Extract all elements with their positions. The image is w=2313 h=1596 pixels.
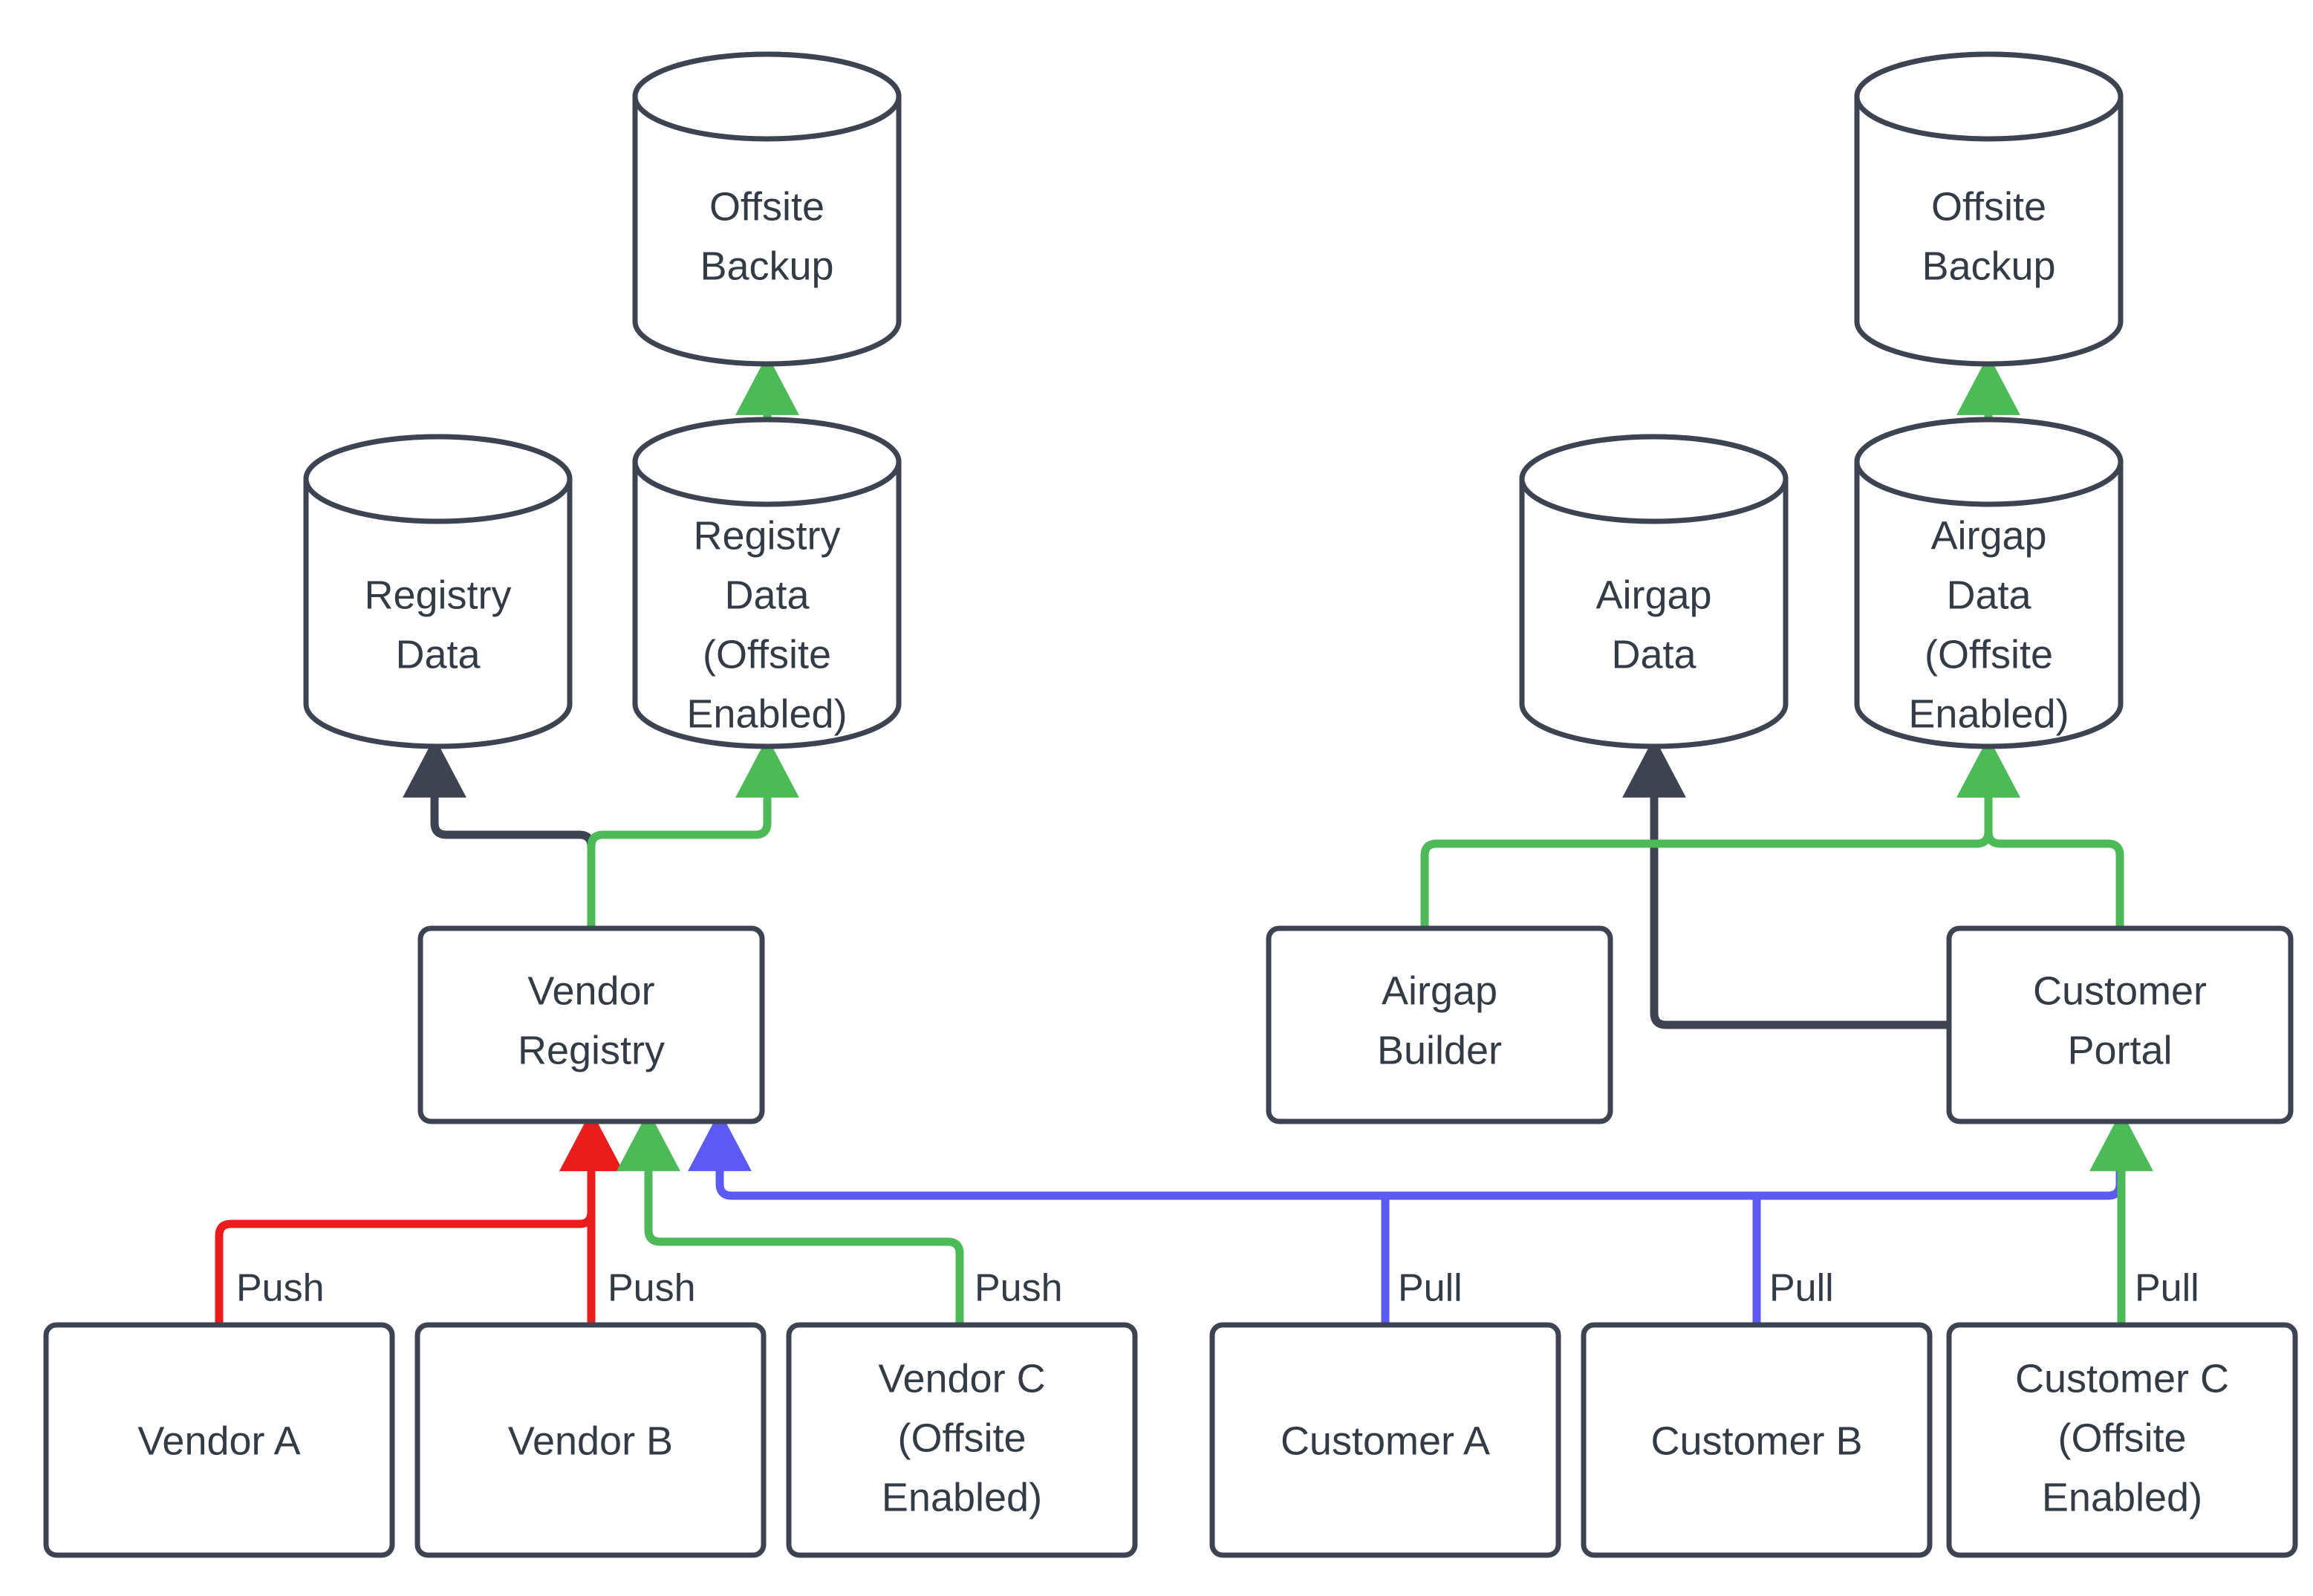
edge-customer-portal-to-airgap-data [1622,737,1949,1029]
customer-a-label: Customer A [1281,1419,1490,1463]
edge-customer-portal-pull-to-vendor-registry [688,1110,2124,1200]
registry-data-line1: Registry [364,573,511,617]
vendor-a-label: Vendor A [137,1419,300,1463]
node-airgap-data-offsite[interactable]: Airgap Data (Offsite Enabled) [1854,417,2124,749]
edge-airgap-builder-to-airgap-data-offsite [1420,737,2020,928]
node-customer-c[interactable]: Customer C (Offsite Enabled) [1946,1322,2298,1558]
edge-vendor-c-push-to-vendor-registry [617,1110,964,1325]
customer-b-label: Customer B [1650,1419,1862,1463]
node-offsite-backup-left[interactable]: Offsite Backup [632,51,902,367]
node-vendor-c[interactable]: Vendor C (Offsite Enabled) [786,1322,1138,1558]
edge-vendor-registry-to-registry-data-offsite [587,737,799,928]
node-customer-a[interactable]: Customer A [1209,1322,1561,1558]
vendor-c-line2: (Offsite [897,1416,1026,1460]
offsite-backup-right-line2: Backup [1922,244,2055,288]
edge-customer-portal-to-airgap-data-offsite [1956,737,2124,928]
vendor-c-line1: Vendor C [878,1356,1045,1401]
vendor-registry-line1: Vendor [527,968,654,1013]
offsite-backup-right-line1: Offsite [1931,184,2046,229]
registry-data-offsite-line2: Data [724,573,810,617]
airgap-data-offsite-line2: Data [1946,573,2031,617]
registry-data-line2: Data [395,632,481,677]
vendor-b-label: Vendor B [508,1419,673,1463]
edge-label-pull-customer-b: Pull [1769,1267,1834,1310]
node-registry-data-offsite[interactable]: Registry Data (Offsite Enabled) [632,417,902,749]
airgap-builder-line2: Builder [1377,1028,1502,1072]
edge-label-pull-customer-a: Pull [1398,1267,1463,1310]
customer-portal-line2: Portal [2067,1028,2172,1072]
node-vendor-a[interactable]: Vendor A [43,1322,395,1558]
registry-data-offsite-line4: Enabled) [686,691,847,736]
node-registry-data[interactable]: Registry Data [303,434,573,749]
customer-c-line2: (Offsite [2057,1416,2186,1460]
node-vendor-registry[interactable]: Vendor Registry [417,925,765,1124]
vendor-c-line3: Enabled) [882,1475,1042,1520]
edge-vendor-registry-to-registry-data [403,737,596,928]
registry-data-offsite-line3: (Offsite [703,632,831,677]
node-customer-portal[interactable]: Customer Portal [1946,925,2294,1124]
customer-portal-line1: Customer [2033,968,2207,1013]
vendor-registry-line2: Registry [518,1028,665,1072]
offsite-backup-left-line1: Offsite [709,184,824,229]
edge-label-push-vendor-b: Push [608,1267,696,1310]
edge-label-push-vendor-c: Push [975,1267,1063,1310]
airgap-builder-line1: Airgap [1382,968,1497,1013]
customer-c-line3: Enabled) [2042,1475,2202,1520]
airgap-data-offsite-line3: (Offsite [1925,632,2053,677]
node-customer-b[interactable]: Customer B [1581,1322,1933,1558]
airgap-data-line1: Airgap [1595,573,1711,617]
customer-c-line1: Customer C [2015,1356,2229,1401]
node-offsite-backup-right[interactable]: Offsite Backup [1854,51,2124,367]
airgap-data-line2: Data [1611,632,1696,677]
airgap-data-offsite-line4: Enabled) [1908,691,2069,736]
node-airgap-builder[interactable]: Airgap Builder [1266,925,1613,1124]
airgap-data-offsite-line1: Airgap [1930,513,2046,558]
edge-label-push-vendor-a: Push [236,1267,325,1310]
edge-label-pull-customer-c: Pull [2135,1267,2199,1310]
node-vendor-b[interactable]: Vendor B [414,1322,767,1558]
registry-data-offsite-line1: Registry [693,513,840,558]
node-airgap-data[interactable]: Airgap Data [1519,434,1789,749]
offsite-backup-left-line2: Backup [700,244,833,288]
